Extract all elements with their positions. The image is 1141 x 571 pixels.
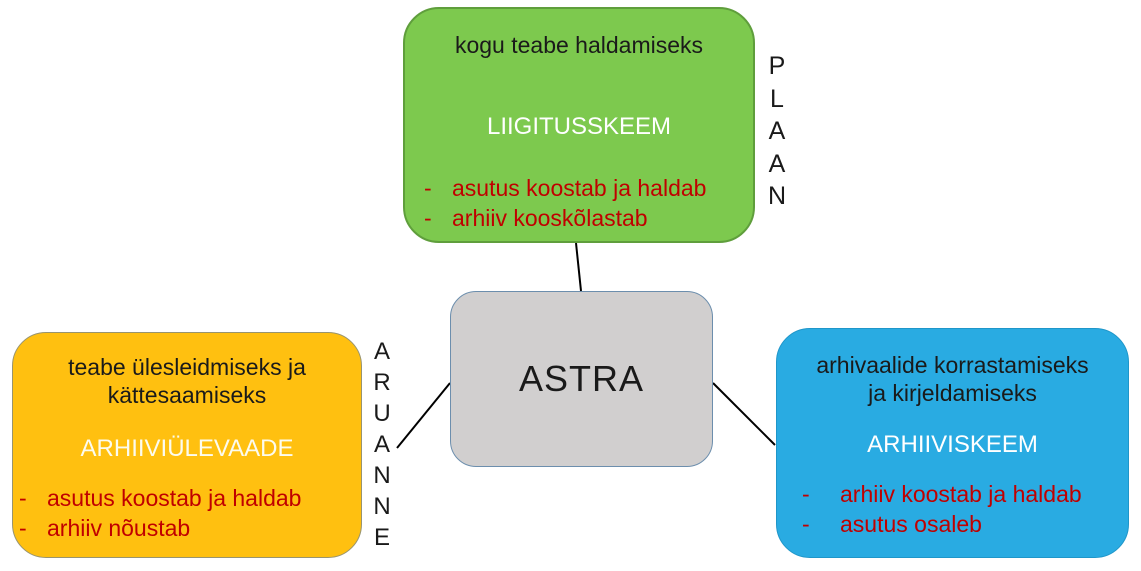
bullet-text: asutus osaleb bbox=[840, 511, 982, 537]
bullet-item: - arhiiv kooskõlastab bbox=[424, 203, 753, 233]
node-title: ARHIIVISKEEM bbox=[867, 431, 1038, 458]
node-purpose-text: teabe ülesleidmiseks ja kättesaamiseks bbox=[68, 354, 306, 408]
bullet-text: arhiiv kooskõlastab bbox=[452, 205, 648, 231]
node-title: ARHIIVIÜLEVAADE bbox=[80, 435, 294, 462]
bullet-dash: - bbox=[19, 515, 27, 541]
bullet-list: - asutus koostab ja haldab - arhiiv nõus… bbox=[13, 483, 361, 543]
center-label: ASTRA bbox=[518, 358, 645, 399]
connector-center-right bbox=[712, 382, 776, 446]
bullet-text: asutus koostab ja haldab bbox=[452, 175, 707, 201]
bullet-item: - arhiiv koostab ja haldab bbox=[802, 479, 1128, 509]
connector-top-center bbox=[575, 242, 582, 292]
bullet-list: - arhiiv koostab ja haldab - asutus osal… bbox=[777, 479, 1128, 539]
bullet-item: - asutus koostab ja haldab bbox=[19, 483, 361, 513]
bullet-dash: - bbox=[424, 175, 432, 201]
bullet-dash: - bbox=[802, 511, 810, 537]
bullet-text: arhiiv koostab ja haldab bbox=[840, 481, 1082, 507]
node-astra: ASTRA bbox=[450, 291, 713, 467]
node-purpose-text: arhivaalide korrastamiseks ja kirjeldami… bbox=[816, 352, 1089, 406]
connector-center-left bbox=[396, 382, 451, 449]
bullet-list: - asutus koostab ja haldab - arhiiv koos… bbox=[405, 173, 753, 233]
bullet-dash: - bbox=[19, 485, 27, 511]
node-title: LIIGITUSSKEEM bbox=[486, 113, 672, 140]
bullet-item: - asutus osaleb bbox=[802, 509, 1128, 539]
node-arhiiviskeem: arhivaalide korrastamiseks ja kirjeldami… bbox=[776, 328, 1129, 558]
bullet-dash: - bbox=[424, 205, 432, 231]
node-liigitusskeem: kogu teabe haldamiseks LIIGITUSSKEEM - a… bbox=[403, 7, 755, 243]
vertical-label-aruanne: A R U A N N E bbox=[373, 338, 391, 551]
bullet-item: - asutus koostab ja haldab bbox=[424, 173, 753, 203]
bullet-dash: - bbox=[802, 481, 810, 507]
bullet-item: - arhiiv nõustab bbox=[19, 513, 361, 543]
bullet-text: arhiiv nõustab bbox=[47, 515, 191, 541]
vertical-label-plaan: P L A A N bbox=[767, 52, 787, 210]
node-arhiiviylevaade: teabe ülesleidmiseks ja kättesaamiseks A… bbox=[12, 332, 362, 558]
bullet-text: asutus koostab ja haldab bbox=[47, 485, 302, 511]
node-purpose-text: kogu teabe haldamiseks bbox=[454, 32, 704, 58]
